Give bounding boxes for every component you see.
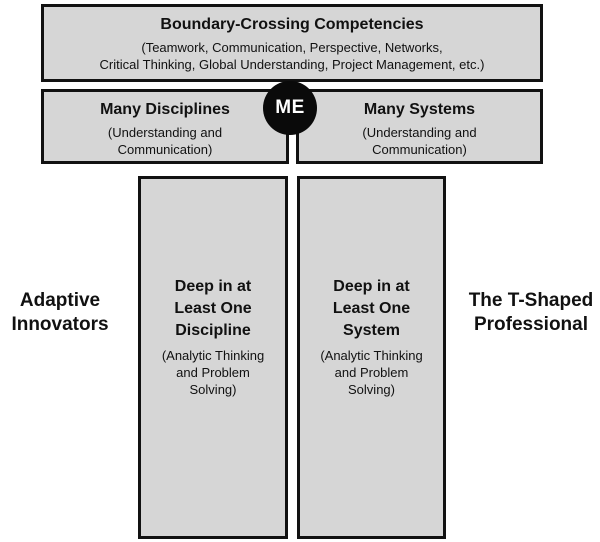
deep-system-title: Deep in at Least One System	[300, 276, 443, 342]
adaptive-innovators-line-2: Innovators	[11, 314, 109, 335]
many-disciplines-box: Many Disciplines (Understanding and Comm…	[41, 89, 289, 164]
deep-discipline-title-line-1: Deep in at	[174, 278, 252, 295]
deep-system-line-2: and Problem	[334, 365, 409, 380]
adaptive-innovators-label: Adaptive Innovators	[0, 289, 120, 337]
deep-discipline-title-line-3: Discipline	[175, 322, 251, 339]
deep-discipline-box: Deep in at Least One Discipline (Analyti…	[138, 176, 288, 539]
t-shaped-professional-line-1: The T-Shaped	[468, 290, 594, 311]
deep-system-title-line-3: System	[343, 322, 400, 339]
many-systems-box: Many Systems (Understanding and Communic…	[296, 89, 543, 164]
deep-system-title-line-2: Least One	[332, 300, 411, 317]
me-circle: ME	[263, 81, 317, 135]
deep-system-line-1: (Analytic Thinking	[320, 348, 423, 363]
boundary-crossing-competencies-box: Boundary-Crossing Competencies (Teamwork…	[41, 4, 543, 82]
deep-system-line-3: Solving)	[348, 382, 395, 397]
deep-system-box: Deep in at Least One System (Analytic Th…	[297, 176, 446, 539]
deep-discipline-line-1: (Analytic Thinking	[161, 348, 265, 363]
top-box-line-2: Critical Thinking, Global Understanding,…	[99, 57, 485, 72]
deep-discipline-title: Deep in at Least One Discipline	[141, 276, 285, 342]
top-box-title: Boundary-Crossing Competencies	[160, 16, 424, 33]
many-systems-title: Many Systems	[363, 101, 476, 118]
deep-discipline-line-2: and Problem	[176, 365, 250, 380]
t-shaped-professional-label: The T-Shaped Professional	[462, 289, 600, 337]
deep-discipline-title-line-2: Least One	[174, 300, 252, 317]
many-disciplines-title: Many Disciplines	[100, 101, 230, 118]
t-shaped-professional-line-2: Professional	[473, 314, 589, 335]
adaptive-innovators-line-1: Adaptive	[19, 290, 101, 311]
many-systems-line-1: (Understanding and	[362, 125, 477, 140]
many-disciplines-line-1: (Understanding and	[107, 125, 223, 140]
top-box-line-1: (Teamwork, Communication, Perspective, N…	[141, 40, 443, 55]
deep-discipline-line-3: Solving)	[189, 382, 237, 397]
many-systems-line-2: Communication)	[372, 142, 467, 157]
many-disciplines-line-2: Communication)	[117, 142, 213, 157]
deep-system-title-line-1: Deep in at	[333, 278, 410, 295]
